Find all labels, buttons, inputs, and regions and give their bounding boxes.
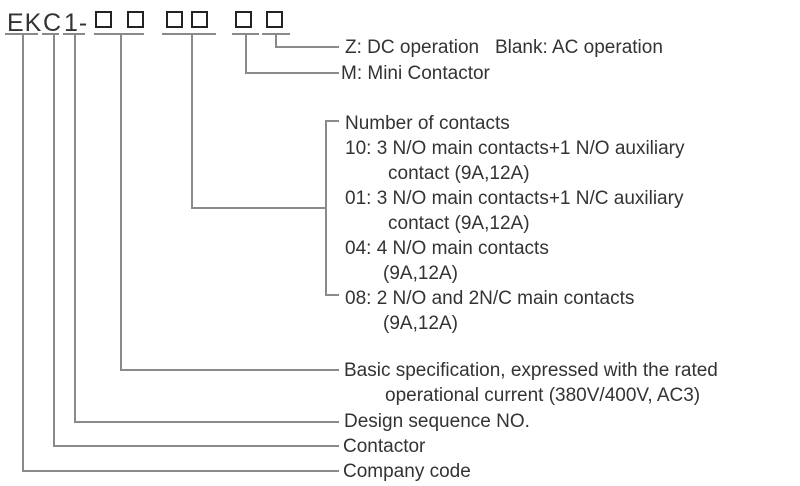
label-design-sequence: Design sequence NO. [344, 411, 530, 432]
contacts-line-6: (9A,12A) [383, 263, 458, 284]
leader-design-vertical [74, 33, 76, 423]
contacts-bracket-vertical [325, 120, 327, 296]
digit-box-3 [166, 11, 183, 28]
digit-box-5 [235, 11, 252, 28]
leader-contacts-vertical [191, 33, 193, 209]
leader-company-horizontal [22, 470, 339, 472]
contacts-line-7: 08: 2 N/O and 2N/C main contacts [345, 288, 635, 309]
contacts-list: Number of contacts 10: 3 N/O main contac… [345, 111, 685, 336]
underline-company [5, 33, 38, 35]
digit-box-6 [266, 11, 283, 28]
code-segment-contactor: C [43, 9, 63, 37]
label-company-code: Company code [343, 461, 471, 482]
underline-box-pair-1 [94, 33, 144, 35]
underline-contactor [42, 33, 59, 35]
leader-contactor-horizontal [53, 445, 339, 447]
digit-box-4 [191, 11, 208, 28]
leader-contactor-vertical [53, 33, 55, 447]
underline-box-pair-2 [162, 33, 216, 35]
label-basic-spec-line2: operational current (380V/400V, AC3) [385, 385, 701, 406]
label-contactor: Contactor [343, 436, 426, 457]
leader-dc-horizontal [275, 46, 339, 48]
leader-design-horizontal [74, 421, 339, 423]
leader-contacts-horizontal [191, 207, 327, 209]
contacts-line-2: contact (9A,12A) [388, 163, 530, 184]
code-segment-design: 1- [64, 9, 89, 37]
leader-dc-vertical [275, 33, 277, 48]
code-segment-company: EK [7, 9, 43, 37]
contacts-line-3: 01: 3 N/O main contacts+1 N/C auxiliary [345, 188, 684, 209]
label-basic-spec-line1: Basic specification, expressed with the … [344, 360, 718, 381]
leader-basic-horizontal [120, 369, 339, 371]
contacts-line-5: 04: 4 N/O main contacts [345, 238, 549, 259]
digit-box-1 [95, 11, 112, 28]
leader-basic-vertical [120, 33, 122, 371]
label-mini-contactor: M: Mini Contactor [341, 63, 490, 84]
contacts-line-1: 10: 3 N/O main contacts+1 N/O auxiliary [345, 138, 685, 159]
contacts-bracket-bottom-tick [325, 294, 339, 296]
leader-mini-horizontal [245, 72, 339, 74]
contacts-line-4: contact (9A,12A) [388, 213, 530, 234]
label-dc-operation: Z: DC operation Blank: AC operation [345, 37, 663, 58]
contacts-title: Number of contacts [345, 113, 510, 134]
leader-mini-vertical [245, 33, 247, 74]
digit-box-2 [127, 11, 144, 28]
contacts-line-8: (9A,12A) [383, 313, 458, 334]
leader-company-vertical [22, 33, 24, 472]
contacts-bracket-top-tick [325, 120, 339, 122]
